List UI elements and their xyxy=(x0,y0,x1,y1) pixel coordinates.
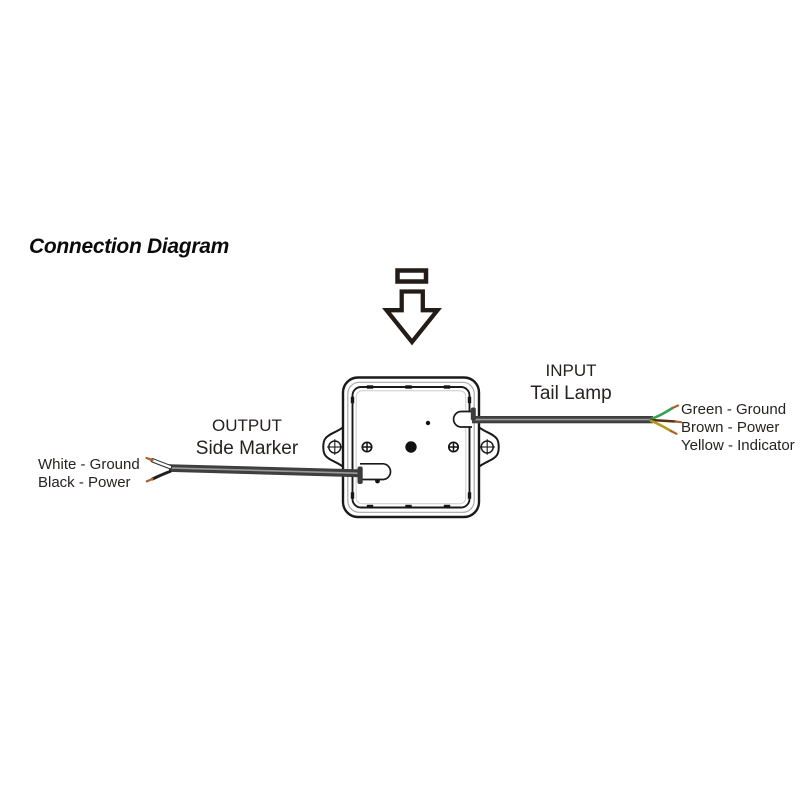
input-cable-clamp-nub xyxy=(470,407,476,421)
output-cable-stripe xyxy=(169,467,360,475)
output-cable-clamp-nub xyxy=(357,466,363,484)
output-label-line1: OUTPUT xyxy=(212,416,282,435)
output-label: OUTPUT Side Marker xyxy=(147,414,347,461)
input-wire-legend-line3: Yellow - Indicator xyxy=(681,437,795,454)
junction-box xyxy=(322,376,500,519)
left-screw-icon xyxy=(361,441,373,453)
down-arrow-icon xyxy=(382,268,442,346)
right-screw-icon xyxy=(447,441,460,453)
output-wire-legend: White - Ground Black - Power xyxy=(38,456,140,491)
output-label-line2: Side Marker xyxy=(195,438,299,459)
output-cable xyxy=(145,456,360,483)
upper-pin-hole xyxy=(425,420,431,426)
white-strand xyxy=(151,459,172,469)
green-strand-tip xyxy=(671,404,680,410)
white-strand-tip xyxy=(145,456,154,462)
input-cable xyxy=(472,404,683,435)
input-wire-legend-line2: Brown - Power xyxy=(681,419,780,436)
input-label: INPUT Tail Lamp xyxy=(471,359,671,406)
output-cable-slot xyxy=(360,462,392,481)
cable-entry-slots xyxy=(360,410,472,481)
left-ear-screw-hole-icon xyxy=(327,439,343,455)
box-middle-wall xyxy=(347,381,475,513)
input-cable-stripe xyxy=(472,418,653,421)
input-label-line1: INPUT xyxy=(545,361,597,380)
brown-strand xyxy=(649,418,677,423)
black-strand-tip xyxy=(145,477,154,483)
output-wire-legend-line2: Black - Power xyxy=(38,473,131,491)
brown-strand-tip xyxy=(674,420,683,424)
output-wire-legend-line1: White - Ground xyxy=(38,456,140,473)
input-wire-legend: Green - Ground Brown - Power Yellow - In… xyxy=(681,401,795,455)
page-title: Connection Diagram xyxy=(29,235,229,258)
right-ear-screw-hole-icon xyxy=(479,439,495,455)
input-cable-slot xyxy=(452,410,472,428)
center-boss-dot xyxy=(405,441,417,453)
green-strand xyxy=(649,406,674,421)
black-strand xyxy=(151,470,172,481)
yellow-strand xyxy=(649,419,673,433)
input-wire-legend-line1: Green - Ground xyxy=(681,401,787,418)
input-label-line2: Tail Lamp xyxy=(530,383,612,404)
yellow-strand-tip xyxy=(669,429,678,435)
box-face-line xyxy=(355,390,467,505)
rim-tick-marks xyxy=(350,385,472,509)
